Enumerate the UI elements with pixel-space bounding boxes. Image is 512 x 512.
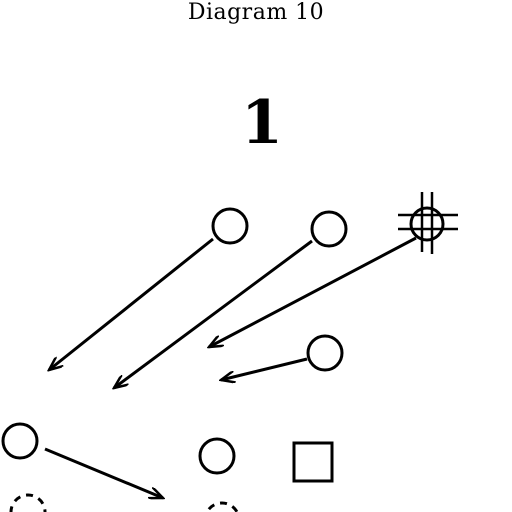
player-circle-icon: [1, 422, 39, 460]
player-circle-icon: [198, 437, 236, 475]
player-circle-icon: [211, 207, 249, 245]
route-arrow: [209, 236, 417, 347]
dashed-player-circle-icon: [9, 493, 47, 512]
diagram-caption: Diagram 10: [187, 0, 325, 25]
route-arrow: [49, 237, 214, 370]
player-circle-icon: [310, 210, 348, 248]
route-arrow: [221, 357, 308, 380]
center-square-icon: [292, 441, 334, 483]
route-arrow: [44, 447, 163, 498]
ball-carrier-crosshair-icon: [398, 192, 458, 254]
dashed-player-circle-icon: [205, 501, 239, 512]
player-circle-icon: [306, 334, 344, 372]
play-number: 1: [241, 88, 283, 158]
route-arrow: [114, 239, 313, 388]
